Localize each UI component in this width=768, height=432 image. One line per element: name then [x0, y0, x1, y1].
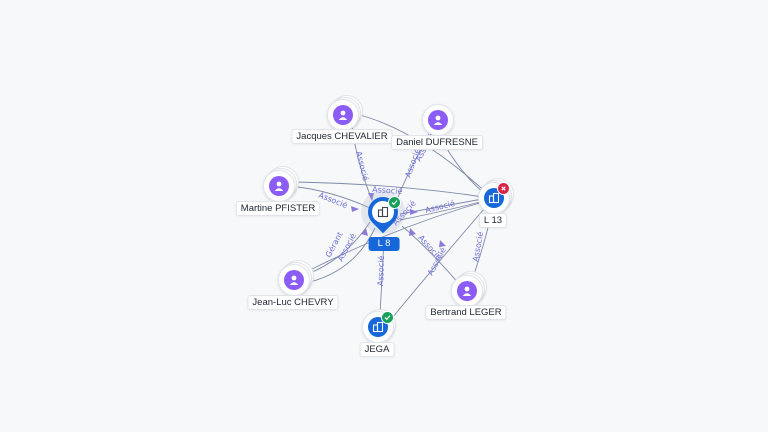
arrowhead	[361, 228, 368, 236]
status-inactive-icon	[497, 182, 510, 195]
edge-jeanluc-l13	[309, 199, 491, 271]
person-icon	[457, 281, 477, 301]
node-label: L 13	[478, 213, 508, 228]
edge-jeanluc-l8-b	[309, 227, 376, 283]
person-icon	[269, 176, 289, 196]
person-icon	[333, 105, 353, 125]
company-icon	[377, 206, 389, 218]
arrowhead	[439, 240, 446, 247]
node-label: Martine PFISTER	[235, 201, 321, 216]
arrowhead	[409, 228, 416, 236]
node-label: Jacques CHEVALIER	[291, 129, 393, 144]
edge-label-l8-l13: Associé	[424, 198, 456, 215]
status-active-icon	[388, 196, 401, 209]
node-label: Jean-Luc CHEVRY	[247, 295, 339, 310]
edge-jeanluc-l8-a	[304, 221, 371, 276]
person-icon	[284, 270, 304, 290]
edge-bertrand-l8	[401, 225, 461, 286]
edge-label-jacques-l8: Associé	[354, 150, 371, 182]
edge-label-martine-l13: Associé	[372, 184, 403, 196]
edge-label-martine-l8: Associé	[317, 190, 349, 211]
edge-martine-l13	[294, 181, 491, 199]
node-label: L 8	[368, 237, 400, 251]
status-active-icon	[381, 311, 394, 324]
arrowhead	[368, 193, 374, 201]
edge-label-jega-l8: Associé	[375, 255, 386, 286]
node-label: JEGA	[359, 342, 395, 357]
edge-jega-l13	[391, 201, 491, 319]
person-icon	[428, 110, 448, 130]
arrowhead	[351, 206, 359, 212]
node-label: Bertrand LEGER	[425, 305, 507, 320]
arrowhead	[410, 209, 418, 215]
node-label: Daniel DUFRESNE	[391, 135, 483, 150]
